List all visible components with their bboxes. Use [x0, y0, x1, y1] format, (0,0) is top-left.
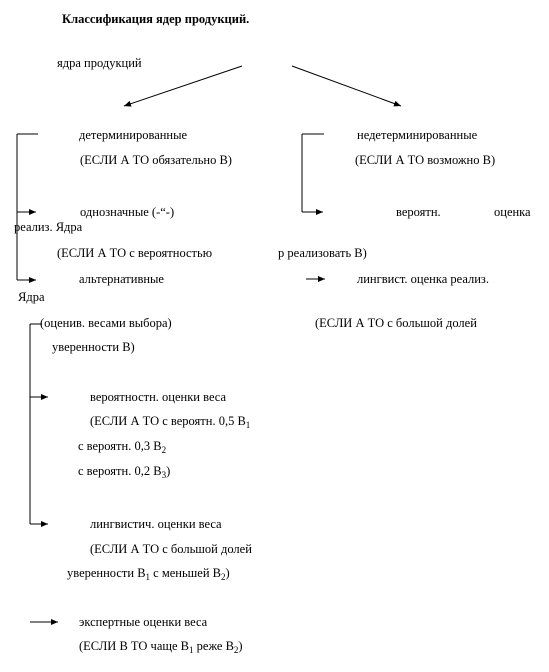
prob-weights-line1: (ЕСЛИ А ТО с вероятн. 0,5 В1: [90, 414, 251, 430]
page-title: Классификация ядер продукций.: [62, 12, 250, 26]
ling-weights-label: лингвистич. оценки веса: [90, 517, 222, 531]
nondet-label: недетерминированные: [357, 128, 478, 142]
prob-word1: вероятн.: [396, 205, 441, 219]
ling-weights-line1: (ЕСЛИ А ТО с большой долей: [90, 542, 252, 556]
det-rule: (ЕСЛИ А ТО обязательно В): [80, 153, 232, 167]
root-node: ядра продукций: [57, 56, 142, 70]
root-arrow-left: [123, 65, 243, 107]
expert-weights-label: экспертные оценки веса: [79, 615, 208, 629]
alternative-label: альтернативные: [79, 272, 164, 286]
prob-weights-line3: с вероятн. 0,2 В3): [78, 464, 171, 480]
expert-weights-line1: (ЕСЛИ В ТО чаще В1 реже В2): [79, 639, 243, 655]
ling-label: лингвист. оценка реализ.: [357, 272, 489, 286]
alt-criterion: (оценив. весами выбора): [40, 316, 172, 330]
alt-criterion-cont: уверенности В): [52, 340, 135, 354]
root-arrow-right: [291, 65, 402, 107]
unique-label: однозначные (-“-): [80, 205, 175, 219]
prob-weights-line2: с вероятн. 0,3 В2: [78, 439, 167, 455]
yadra-word: Ядра: [18, 290, 45, 304]
realiz-yadra: реализ. Ядра: [14, 220, 83, 234]
ling-rule: (ЕСЛИ А ТО с большой долей: [315, 316, 477, 330]
prob-word2: оценка: [494, 205, 531, 219]
ling-weights-line2: уверенности В1 с меньшей В2): [67, 566, 230, 582]
prob-rule-start: (ЕСЛИ А ТО с вероятностью: [57, 246, 213, 260]
det-label: детерминированные: [79, 128, 188, 142]
prob-weights-label: вероятностн. оценки веса: [90, 390, 227, 404]
prob-rule-tail: р реализовать В): [278, 246, 367, 260]
nondet-rule: (ЕСЛИ А ТО возможно В): [355, 153, 496, 167]
